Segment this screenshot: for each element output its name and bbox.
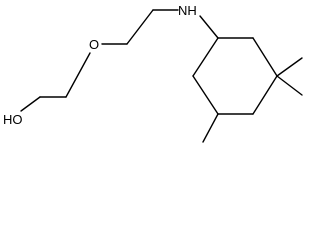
atom-labels: HO O NH (3, 3, 197, 127)
ether-oxygen-label: O (89, 37, 99, 52)
structure-diagram: HO O NH (3, 3, 303, 143)
bond-ho-c1 (20, 96, 41, 112)
methyl-bond-2 (276, 75, 303, 96)
ring-bond-6 (192, 37, 219, 77)
ring-bond-3 (252, 75, 278, 115)
bond-n-ring (199, 15, 219, 39)
ring-bond-2 (252, 37, 278, 77)
methyl-bond-1 (276, 57, 303, 77)
bond-c2-o (65, 52, 91, 98)
hydroxyl-label: HO (3, 112, 23, 127)
bond-c3-c4 (126, 9, 154, 45)
amine-label: NH (178, 3, 197, 18)
bonds (20, 9, 303, 143)
methyl-bond-3 (202, 113, 219, 143)
ring-bond-5 (192, 75, 219, 115)
